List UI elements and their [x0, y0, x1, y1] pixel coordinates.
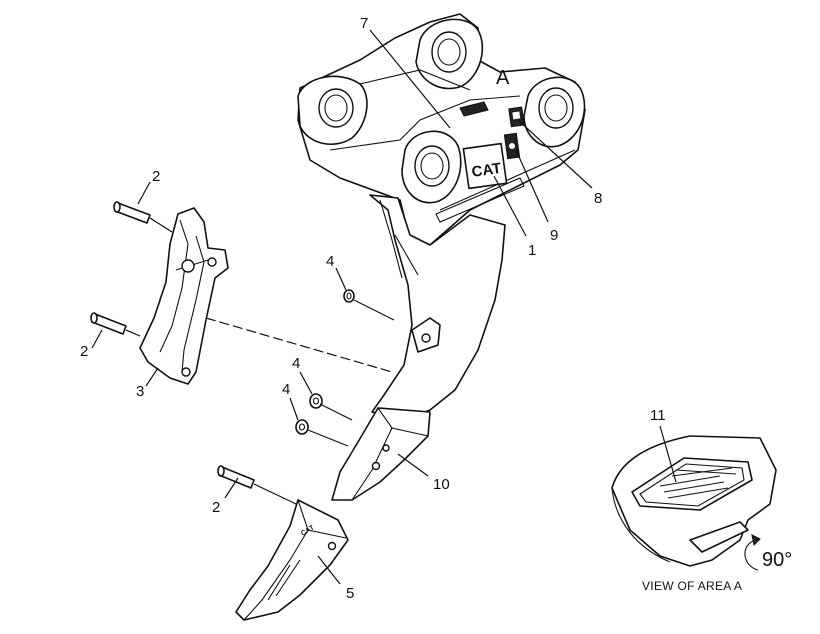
callout-7: 7 — [360, 15, 368, 32]
rotation-label: 90° — [762, 549, 792, 571]
callout-9: 9 — [550, 227, 558, 244]
rotation-arrow-icon — [744, 539, 759, 571]
leader-lines — [91, 29, 593, 585]
adapter — [331, 407, 431, 501]
view-of-area-a-inset: 11 90° VIEW OF AREA A — [611, 407, 792, 593]
callout-2-lower: 2 — [212, 499, 220, 516]
pin-lower — [217, 465, 255, 489]
installation-lines — [125, 217, 395, 505]
callout-1: 1 — [528, 242, 536, 259]
retainer-upper — [343, 289, 355, 303]
pin-middle — [90, 312, 127, 335]
arrow-head-icon — [751, 534, 761, 547]
callout-2-middle: 2 — [80, 343, 88, 360]
callout-4-middle: 4 — [292, 355, 300, 372]
callout-11: 11 — [650, 407, 666, 424]
callout-10: 10 — [433, 476, 450, 493]
mounting-bracket: CAT — [297, 13, 586, 246]
callout-2-upper: 2 — [152, 168, 160, 185]
ripper-shank — [369, 194, 506, 421]
callout-4-lower: 4 — [282, 381, 290, 398]
bucket-tip: CAT — [235, 499, 349, 621]
callout-4-upper: 4 — [326, 253, 334, 270]
area-marker: A — [496, 67, 510, 89]
pin-upper — [113, 201, 151, 224]
callout-3: 3 — [136, 383, 144, 400]
cat-decal-text: CAT — [471, 160, 503, 181]
callout-5: 5 — [346, 585, 354, 602]
callout-labels: 7 2 2 3 4 4 4 2 5 10 1 9 8 A — [80, 15, 602, 602]
decal-stripes — [659, 467, 737, 499]
callout-8: 8 — [594, 190, 602, 207]
side-protector — [139, 207, 229, 385]
retainer-lower — [295, 419, 309, 435]
view-caption: VIEW OF AREA A — [642, 579, 742, 593]
retainer-middle — [309, 393, 323, 409]
